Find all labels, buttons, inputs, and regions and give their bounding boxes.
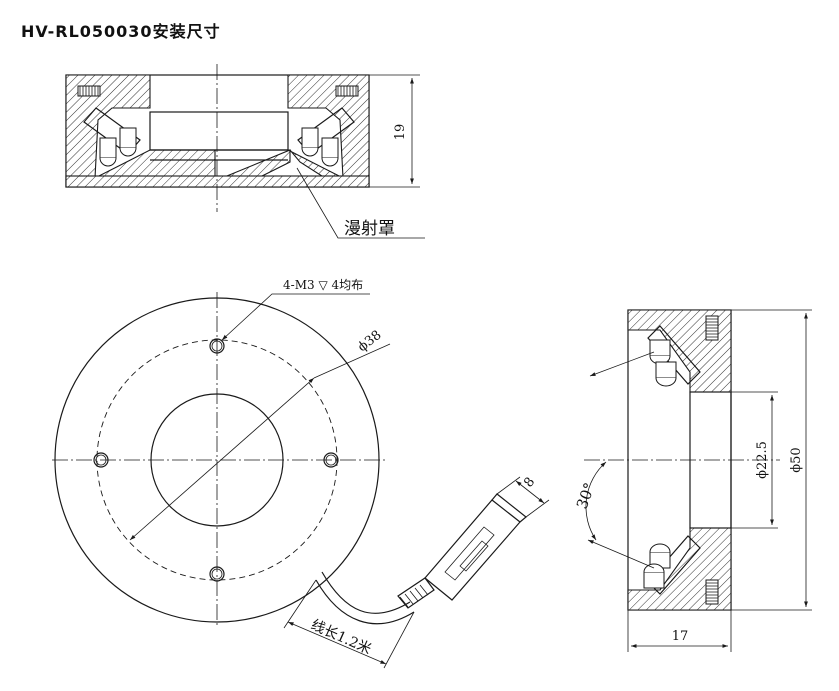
connector-body — [424, 499, 521, 601]
hole-note: 4-M3 ▽ 4均布 — [283, 278, 363, 292]
cable-length-dim-line — [287, 621, 387, 665]
left-led-group — [83, 107, 141, 167]
mount-hole-left — [93, 452, 109, 468]
light-ray-bottom — [587, 539, 655, 569]
mount-hole-right — [323, 452, 339, 468]
depth-symbol: ▽ — [318, 278, 328, 292]
height-dim-text: 19 — [393, 124, 408, 141]
top-section-view: 19 漫射罩 — [65, 64, 425, 239]
cable-strain-relief — [397, 577, 435, 609]
hole-depth: 4均布 — [332, 278, 364, 292]
bolt-circle-dim-text: ϕ38 — [355, 328, 384, 355]
mount-hole-top — [209, 338, 225, 354]
mount-hole-bottom — [209, 566, 225, 582]
bolt-circle-dim-line — [129, 377, 315, 541]
outer-dia-text: ϕ50 — [789, 447, 804, 472]
inner-dia-text: ϕ22.5 — [755, 441, 770, 479]
angle-arc — [585, 461, 607, 541]
diffuser-leader — [296, 167, 425, 239]
connector-dim-text: 8 — [521, 475, 538, 491]
front-view: 4-M3 ▽ 4均布 ϕ38 8 线长1.2米 — [52, 278, 550, 669]
bottom-plate — [65, 175, 370, 188]
drawing-title: HV-RL050030安装尺寸 — [21, 22, 221, 41]
right-led-group — [297, 107, 355, 167]
cable-length-text: 线长1.2米 — [308, 617, 373, 658]
angle-text: 30° — [573, 480, 599, 511]
side-section-view: 30° ϕ22.5 ϕ50 17 — [573, 309, 812, 652]
hole-thread: 4-M3 — [283, 278, 315, 292]
inner-bore — [149, 111, 289, 151]
hole-note-leader — [221, 293, 370, 341]
diffuser-label: 漫射罩 — [344, 219, 395, 239]
cable — [315, 493, 527, 625]
connector-dim-line — [515, 480, 545, 504]
side-led-top — [647, 325, 701, 387]
light-ray-top — [589, 351, 655, 377]
thickness-text: 17 — [672, 629, 689, 644]
